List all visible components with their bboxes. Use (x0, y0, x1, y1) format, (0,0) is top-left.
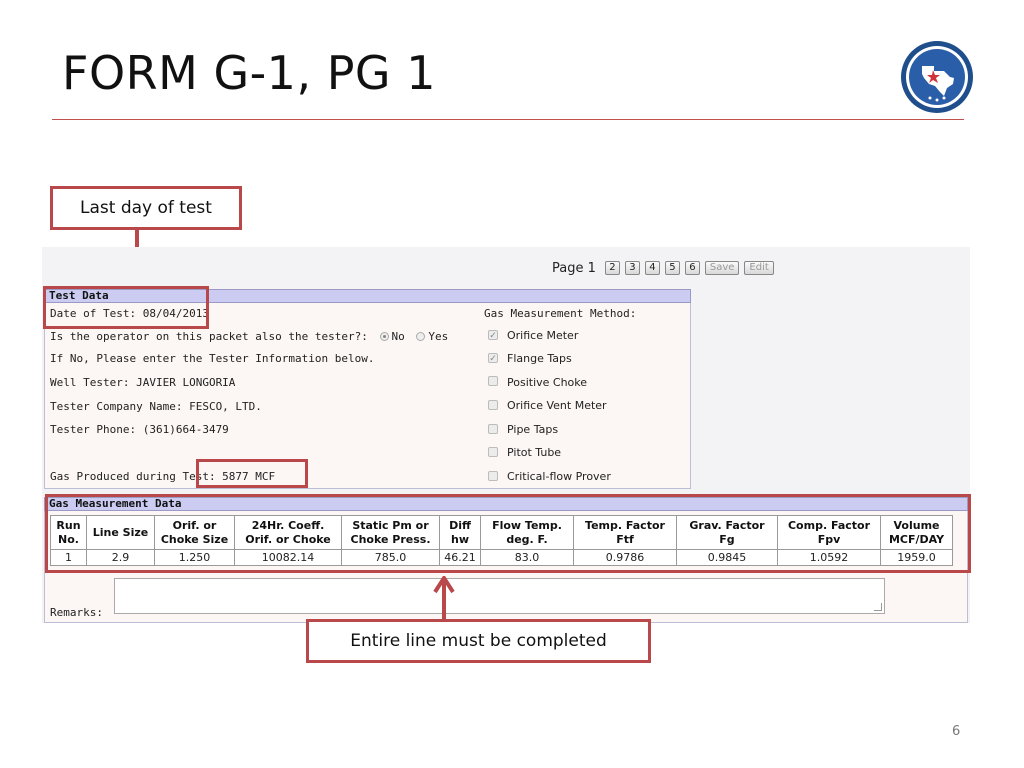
cell-comp-factor: 1.0592 (777, 549, 881, 566)
well-tester: Well Tester: JAVIER LONGORIA (50, 376, 236, 389)
radio-no[interactable] (379, 332, 389, 341)
method-critical-flow-prover: Critical-flow Prover (507, 470, 611, 483)
checkbox-orifice-meter[interactable]: ✓ (488, 330, 498, 340)
callout-entire-line: Entire line must be completed (306, 619, 651, 663)
checkbox-pitot-tube[interactable] (488, 447, 498, 457)
checkbox-critical-flow-prover[interactable] (488, 471, 498, 481)
remarks-label: Remarks: (50, 606, 103, 619)
page-3-button[interactable]: 3 (624, 261, 640, 275)
slide-title: FORM G-1, PG 1 (62, 46, 436, 100)
arrow-up-icon (433, 576, 455, 621)
cell-diff-hw: 46.21 (439, 549, 481, 566)
tester-instruction: If No, Please enter the Tester Informati… (50, 352, 375, 365)
checkbox-orifice-vent-meter[interactable] (488, 400, 498, 410)
checkbox-pipe-taps[interactable] (488, 424, 498, 434)
page-6-button[interactable]: 6 (684, 261, 700, 275)
title-divider (52, 119, 964, 120)
radio-no-label: No (391, 330, 405, 343)
checkbox-flange-taps[interactable]: ✓ (488, 353, 498, 363)
remarks-textarea[interactable] (114, 578, 885, 614)
cell-line-size: 2.9 (86, 549, 155, 566)
cell-grav-factor: 0.9845 (676, 549, 778, 566)
callout-last-day-of-test: Last day of test (50, 186, 242, 230)
gas-produced: Gas Produced during Test: 5877 MCF (50, 470, 276, 483)
highlight-date-of-test (43, 286, 209, 329)
gas-measurement-method-title: Gas Measurement Method: (484, 307, 637, 320)
operator-question-row: Is the operator on this packet also the … (50, 330, 448, 343)
tester-company: Tester Company Name: FESCO, LTD. (50, 400, 262, 413)
edit-button[interactable]: Edit (744, 261, 774, 275)
col-line-size: Line Size (86, 515, 155, 550)
cell-orif-choke-size: 1.250 (154, 549, 235, 566)
checkbox-positive-choke[interactable] (488, 376, 498, 386)
slide-page-number: 6 (952, 724, 961, 739)
cell-static-pressure: 785.0 (341, 549, 440, 566)
page-4-button[interactable]: 4 (644, 261, 660, 275)
page-label: Page 1 (552, 260, 596, 276)
col-flow-temp: Flow Temp.deg. F. (480, 515, 574, 550)
gas-measurement-header: Gas Measurement Data (44, 497, 968, 511)
pager: Page 1 2 3 4 5 6 Save Edit (552, 260, 774, 276)
railroad-commission-seal-icon (901, 41, 973, 113)
table-row: 1 2.9 1.250 10082.14 785.0 46.21 83.0 0.… (50, 549, 953, 566)
method-pipe-taps: Pipe Taps (507, 423, 559, 436)
operator-question-label: Is the operator on this packet also the … (50, 330, 368, 343)
date-of-test: Date of Test: 08/04/2013 (50, 307, 209, 320)
test-data-header: Test Data (44, 289, 691, 303)
method-orifice-meter: Orifice Meter (507, 329, 579, 342)
resize-handle[interactable] (874, 603, 882, 611)
cell-coeff: 10082.14 (234, 549, 342, 566)
tester-phone: Tester Phone: (361)664-3479 (50, 423, 229, 436)
method-flange-taps: Flange Taps (507, 352, 572, 365)
save-button[interactable]: Save (704, 261, 740, 275)
method-pitot-tube: Pitot Tube (507, 446, 562, 459)
radio-yes[interactable] (416, 332, 426, 341)
col-coeff: 24Hr. Coeff.Orif. or Choke (234, 515, 342, 550)
cell-run-no: 1 (50, 549, 87, 566)
method-orifice-vent-meter: Orifice Vent Meter (507, 399, 607, 412)
highlight-gas-produced (196, 459, 308, 488)
cell-temp-factor: 0.9786 (573, 549, 677, 566)
radio-yes-label: Yes (428, 330, 449, 343)
page-2-button[interactable]: 2 (604, 261, 620, 275)
page-5-button[interactable]: 5 (664, 261, 680, 275)
method-positive-choke: Positive Choke (507, 376, 588, 389)
cell-volume: 1959.0 (880, 549, 953, 566)
highlight-gas-measurement-line (45, 494, 971, 573)
